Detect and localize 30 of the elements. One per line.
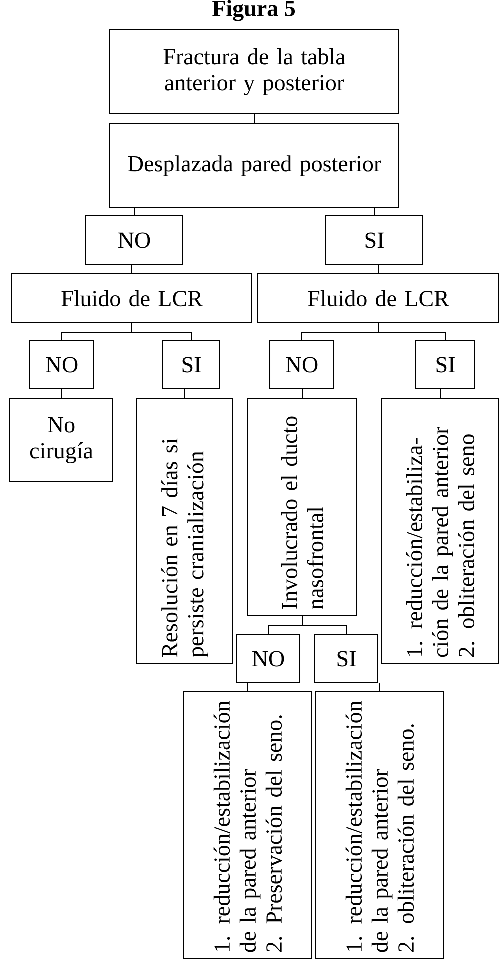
result-box: Involucrado el ducto nasofrontal (248, 398, 358, 616)
figure-title: Figura 5 (212, 0, 296, 22)
result-box: Resolución en 7 días si persiste cranialización (136, 398, 234, 664)
connector-line (440, 389, 441, 399)
answer-box: SI (162, 340, 220, 390)
decision-box: Fluido de LCR (12, 274, 252, 324)
connector-line (134, 208, 135, 216)
answer-box: SI (416, 340, 476, 390)
connector-line (302, 616, 347, 635)
answer-box: NO (86, 216, 184, 266)
connector-line (132, 323, 192, 341)
answer-box: NO (236, 634, 300, 684)
connector-line (378, 265, 379, 274)
connector-line (184, 389, 186, 399)
connector-line (302, 389, 303, 399)
decision-box: No cirugía (10, 398, 114, 482)
answer-box: SI (314, 634, 378, 684)
connector-line (254, 114, 255, 124)
answer-box: NO (30, 340, 94, 390)
connector-line (61, 389, 62, 399)
connector-line (378, 323, 446, 341)
decision-box: Fluido de LCR (258, 274, 500, 324)
result-box: 1. reducción/estabilización de la pared anterior 2. Preservación del seno. (184, 692, 312, 960)
answer-box: SI (326, 216, 424, 266)
result-box: 1. reducción/estabiliza- ción de la pared anterior 2. obliteración del seno (382, 398, 500, 664)
result-box: 1. reducción/estabilización de la pared anterior 2. obliteración del seno. (316, 692, 444, 960)
connector-line (374, 208, 375, 216)
decision-box: Fractura de la tabla anterior y posterior (110, 30, 400, 114)
decision-box: Desplazada pared posterior (110, 124, 400, 208)
answer-box: NO (270, 340, 334, 390)
